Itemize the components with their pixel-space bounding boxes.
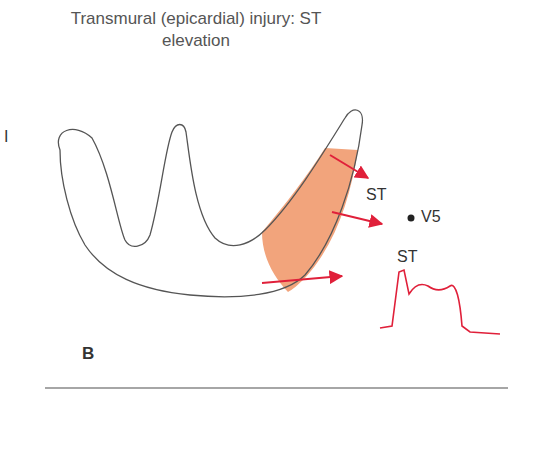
st-label: ST xyxy=(366,186,386,204)
st-vector xyxy=(330,155,368,178)
divider-line xyxy=(45,387,508,389)
ventricle-outline xyxy=(58,110,362,297)
panel-mark: I xyxy=(4,128,8,146)
st-vector xyxy=(262,276,342,283)
ecg-trace xyxy=(380,270,500,334)
st-vector xyxy=(332,212,382,224)
panel-letter: B xyxy=(82,344,94,364)
lead-label: V5 xyxy=(421,208,441,226)
injury-region xyxy=(262,148,358,292)
st-label: ST xyxy=(397,248,417,266)
lead-dot xyxy=(408,215,415,222)
figure-title: Transmural (epicardial) injury: ST eleva… xyxy=(46,8,346,52)
